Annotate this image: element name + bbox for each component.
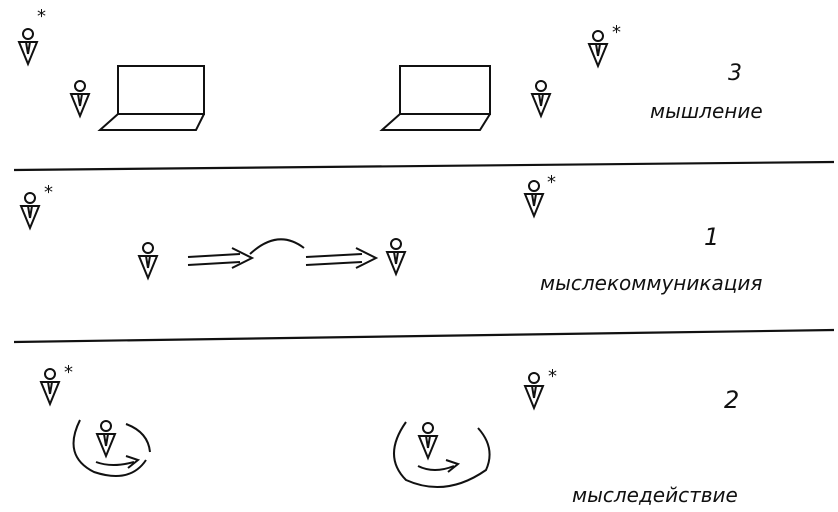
person-star-icon bbox=[40, 368, 60, 405]
layer-communication: * * 1 мыслекоммуникация bbox=[20, 172, 762, 295]
double-arrow-icon bbox=[187, 247, 255, 269]
person-star-icon bbox=[524, 180, 544, 217]
layer-divider bbox=[13, 328, 835, 344]
person-icon bbox=[138, 242, 158, 279]
person-icon bbox=[531, 80, 551, 117]
layer-number: 3 bbox=[728, 61, 742, 86]
computer-icon bbox=[97, 65, 205, 131]
layer-name: мышление bbox=[650, 99, 763, 123]
star-mark: * bbox=[547, 172, 556, 193]
computer-icon bbox=[379, 65, 491, 131]
circular-arrow-icon bbox=[72, 419, 151, 477]
layer-divider bbox=[13, 160, 835, 172]
circular-arrow-icon bbox=[393, 421, 491, 489]
layer-number: 1 bbox=[704, 223, 719, 251]
person-icon bbox=[386, 238, 406, 275]
layer-name: мыслекоммуникация bbox=[540, 271, 762, 295]
star-mark: * bbox=[44, 182, 53, 203]
star-mark: * bbox=[612, 22, 621, 43]
person-star-icon bbox=[18, 28, 38, 65]
person-icon bbox=[70, 80, 90, 117]
layer-number: 2 bbox=[724, 386, 739, 414]
star-mark: * bbox=[548, 366, 557, 387]
layer-thinking: * * 3 мышление bbox=[18, 6, 763, 131]
person-star-icon bbox=[20, 192, 40, 229]
person-star-icon bbox=[588, 30, 608, 67]
star-mark: * bbox=[37, 6, 46, 27]
star-mark: * bbox=[64, 362, 73, 383]
double-arrow-icon bbox=[305, 247, 379, 269]
layer-action: * * 2 мыследействие bbox=[40, 362, 739, 507]
person-star-icon bbox=[524, 372, 544, 409]
layer-name: мыследействие bbox=[572, 483, 738, 507]
arc-icon bbox=[249, 238, 305, 255]
